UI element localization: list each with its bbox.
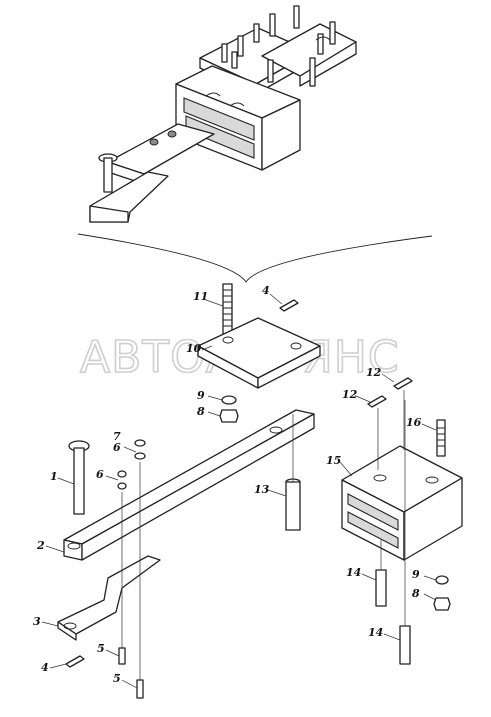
bracket-15 [341,445,463,561]
washer-9-right [435,575,449,585]
drawbar-2 [63,409,315,561]
callout-14-lower: 14 [368,626,383,639]
detail-bracket-line [77,233,433,283]
callout-8-left: 8 [197,405,205,418]
clip-12-b [393,377,413,390]
callout-16: 16 [406,416,422,429]
callout-15: 15 [326,454,341,467]
callout-5-lower: 5 [113,672,121,685]
callout-6-lower: 6 [96,468,104,481]
clip-12-a [367,395,387,408]
callout-9-left: 9 [197,389,205,402]
callout-4-top: 4 [262,284,270,297]
cotter-pin-4-top [279,299,299,312]
leader-14 [380,400,406,626]
fasteners-6-7 [117,439,146,680]
callout-1: 1 [50,470,58,483]
bolt-5-upper [118,647,126,665]
pin-14-lower [399,625,411,665]
cotter-pin-4-bottom [65,655,85,668]
plate-10 [197,317,321,389]
callout-9-right: 9 [412,568,420,581]
callout-14-upper: 14 [346,566,361,579]
nut-8-left [219,409,239,423]
callout-7: 7 [113,430,121,443]
callout-12-b: 12 [366,366,382,379]
leader-12 [377,390,405,470]
assembled-overview [89,5,357,223]
callout-6-upper: 6 [113,441,121,454]
nut-8-right [433,597,451,611]
callout-4-bottom: 4 [41,661,49,674]
callout-12-a: 12 [342,388,358,401]
leader-lines [41,293,437,689]
callout-13: 13 [254,483,270,496]
lower-arm-3 [57,555,161,641]
pin-1 [68,440,90,515]
callout-2: 2 [36,539,45,552]
callout-3: 3 [33,615,41,628]
callout-5-upper: 5 [97,642,105,655]
callout-labels: 1 2 3 4 5 5 6 6 7 11 4 10 9 8 13 15 12 1… [33,284,422,685]
bolt-11 [222,283,233,337]
washer-9-left [221,395,237,405]
bolt-5-lower [136,679,144,699]
callout-11: 11 [193,290,208,303]
pin-14-upper [375,569,387,607]
callout-10: 10 [186,342,202,355]
bolt-16 [436,419,446,457]
pin-13 [285,414,301,531]
callout-8-right: 8 [412,587,420,600]
